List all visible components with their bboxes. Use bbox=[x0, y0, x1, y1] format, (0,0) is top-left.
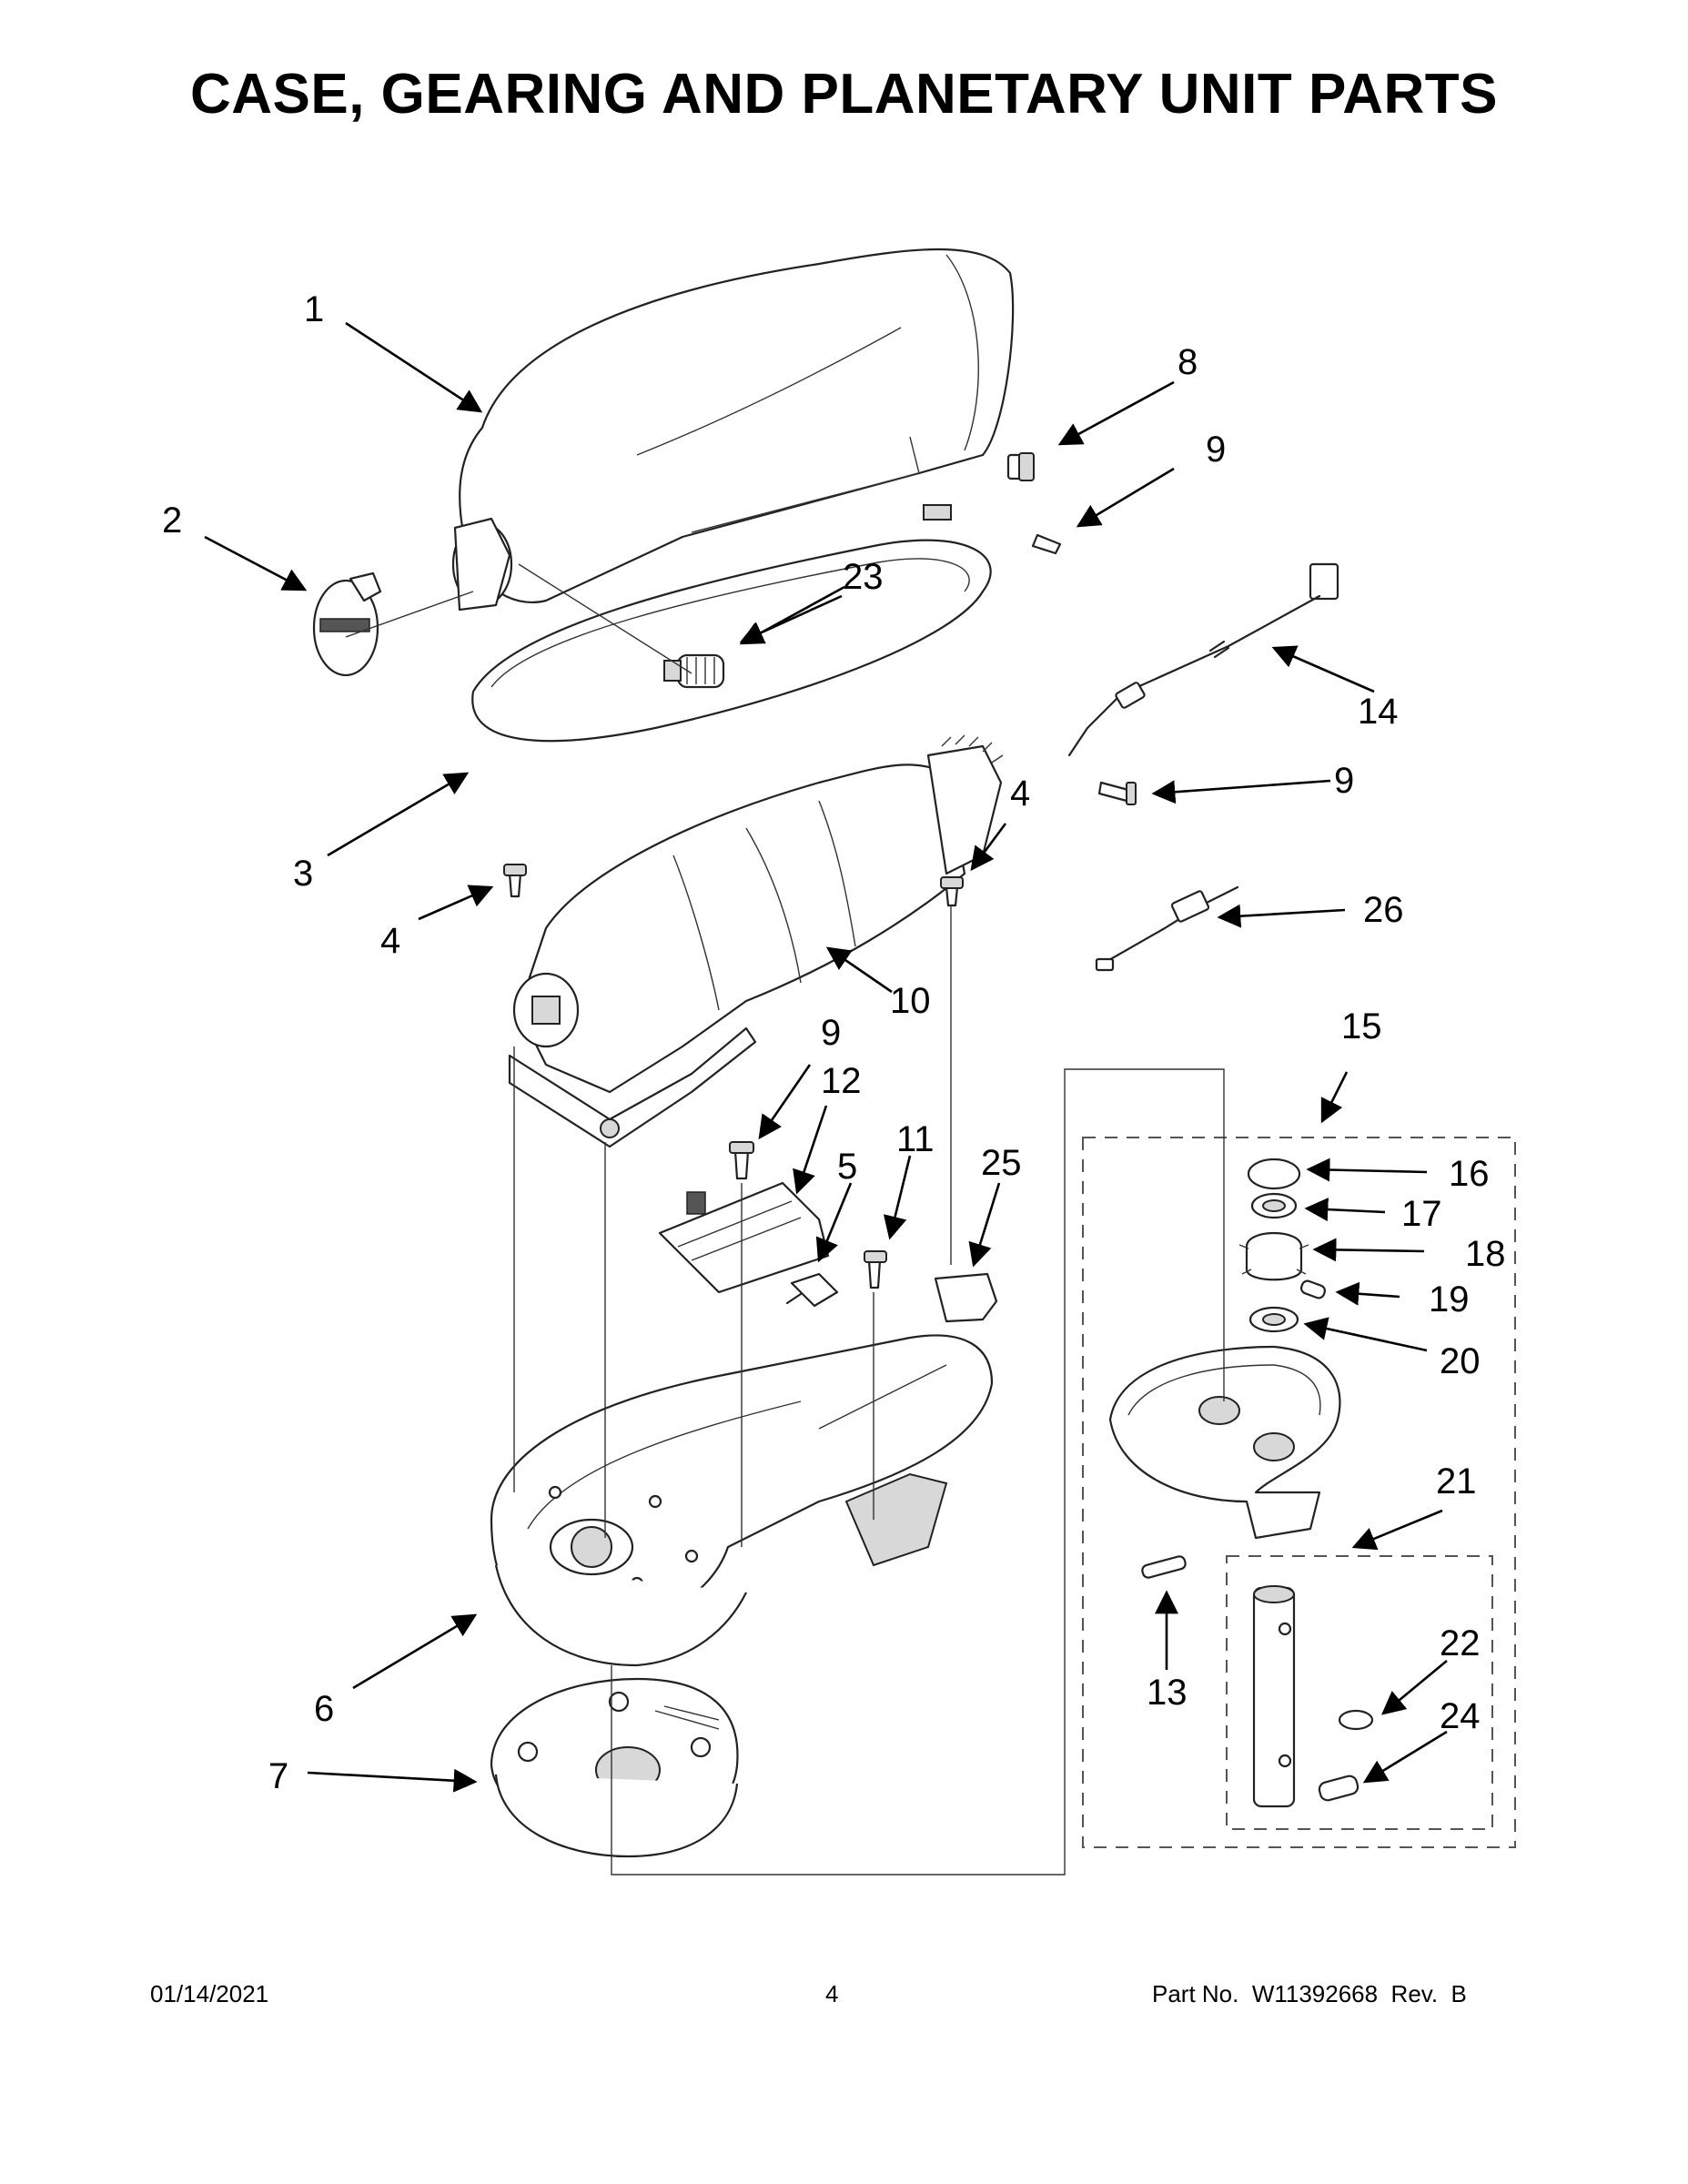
callout-17: 17 bbox=[1401, 1194, 1442, 1234]
callout-12: 12 bbox=[821, 1061, 862, 1101]
motor-gear-case bbox=[508, 734, 1004, 1148]
callout-20: 20 bbox=[1440, 1341, 1481, 1381]
callout-4: 4 bbox=[1010, 774, 1031, 814]
footer-page-number: 4 bbox=[825, 1980, 839, 2007]
callout-13: 13 bbox=[1147, 1673, 1188, 1713]
page-title: CASE, GEARING AND PLANETARY UNIT PARTS bbox=[189, 63, 1499, 126]
callout-5: 5 bbox=[837, 1147, 858, 1187]
attachment-hub-cover bbox=[312, 571, 382, 677]
callout-18: 18 bbox=[1465, 1234, 1506, 1274]
callout-9: 9 bbox=[821, 1013, 842, 1053]
motor-housing-head bbox=[451, 248, 1015, 612]
housing-gasket bbox=[471, 539, 992, 743]
callout-22: 22 bbox=[1440, 1623, 1481, 1663]
control-components bbox=[658, 1141, 998, 1323]
assembly-15-outline bbox=[1082, 1137, 1516, 1848]
callout-19: 19 bbox=[1429, 1279, 1470, 1320]
callout-14: 14 bbox=[1358, 692, 1399, 732]
cord-screw bbox=[1097, 781, 1137, 805]
gear-pin bbox=[1141, 1555, 1187, 1579]
callout-1: 1 bbox=[304, 289, 325, 329]
ring-gear bbox=[490, 1677, 739, 1858]
callout-23: 23 bbox=[843, 557, 884, 597]
callout-16: 16 bbox=[1449, 1154, 1490, 1194]
callout-7: 7 bbox=[268, 1756, 289, 1796]
attachment-knob bbox=[663, 653, 725, 689]
footer-date: 01/14/2021 bbox=[150, 1980, 269, 2007]
case-screws bbox=[503, 864, 964, 907]
footer-part-number: Part No. W11392668 Rev. B bbox=[1152, 1980, 1467, 2007]
callout-21: 21 bbox=[1436, 1461, 1477, 1502]
top-right-screws bbox=[923, 452, 1062, 555]
power-cord bbox=[1067, 562, 1339, 757]
callout-25: 25 bbox=[981, 1143, 1022, 1183]
callout-2: 2 bbox=[162, 500, 183, 541]
callout-10: 10 bbox=[890, 981, 931, 1021]
planetary-shaft bbox=[1252, 1585, 1374, 1808]
callout-9: 9 bbox=[1206, 430, 1227, 470]
callout-6: 6 bbox=[314, 1689, 335, 1729]
callout-26: 26 bbox=[1363, 890, 1404, 930]
callout-4: 4 bbox=[380, 921, 401, 961]
callout-15: 15 bbox=[1341, 1006, 1382, 1046]
planetary-carrier bbox=[1108, 1345, 1341, 1540]
alignment-lines bbox=[345, 563, 1225, 1876]
callout-8: 8 bbox=[1178, 342, 1198, 382]
callout-9: 9 bbox=[1334, 761, 1355, 801]
callout-24: 24 bbox=[1440, 1696, 1481, 1736]
callout-arrows bbox=[204, 321, 1448, 1793]
callout-3: 3 bbox=[293, 854, 314, 894]
callout-11: 11 bbox=[896, 1119, 935, 1159]
assembly-21-outline bbox=[1226, 1555, 1493, 1830]
planetary-gear-stack bbox=[1238, 1158, 1327, 1333]
wire-harness bbox=[1095, 885, 1239, 972]
